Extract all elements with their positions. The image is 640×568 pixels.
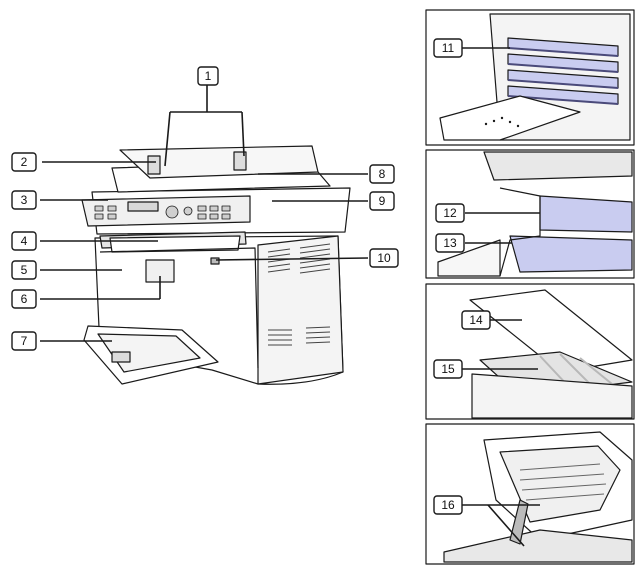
callout-15: 15 bbox=[433, 359, 463, 379]
callout-13-label: 13 bbox=[443, 236, 457, 250]
scanner-base bbox=[471, 373, 633, 419]
inset-toner-cartridges bbox=[425, 9, 635, 146]
inset-imaging-unit bbox=[425, 149, 635, 279]
printer-side-panel bbox=[257, 235, 344, 385]
callout-15-label: 15 bbox=[441, 362, 455, 376]
front-cover-seam bbox=[99, 247, 259, 369]
callout-9: 9 bbox=[369, 191, 395, 211]
callout-4-label: 4 bbox=[21, 234, 28, 248]
callout-14-label: 14 bbox=[469, 313, 483, 327]
inner-frame bbox=[499, 187, 541, 277]
feeder-width-guide bbox=[147, 155, 161, 175]
callout-16: 16 bbox=[433, 495, 463, 515]
callout-10: 10 bbox=[369, 248, 399, 268]
control-panel-display bbox=[127, 201, 159, 212]
callout-12-label: 12 bbox=[443, 206, 457, 220]
callout-3-label: 3 bbox=[21, 193, 28, 207]
callout-5: 5 bbox=[11, 260, 37, 280]
feeder-width-guide-right bbox=[233, 151, 247, 171]
callout-4: 4 bbox=[11, 231, 37, 251]
callout-boxes: 1 2 3 4 5 6 7 8 bbox=[11, 38, 491, 515]
callout-3: 3 bbox=[11, 190, 37, 210]
door-dots bbox=[484, 116, 520, 128]
callout-1: 1 bbox=[197, 66, 219, 86]
opened-front-door bbox=[439, 95, 581, 141]
callout-8-label: 8 bbox=[379, 167, 386, 181]
callout-1-label: 1 bbox=[205, 69, 212, 83]
callout-7-label: 7 bbox=[21, 334, 28, 348]
callout-11: 11 bbox=[433, 38, 463, 58]
callout-6: 6 bbox=[11, 289, 37, 309]
paper-tray-grip bbox=[111, 351, 131, 363]
printer-top-edge bbox=[483, 151, 633, 181]
callout-12: 12 bbox=[435, 203, 465, 223]
feeder-input-tray bbox=[119, 145, 319, 179]
callout-8: 8 bbox=[369, 164, 395, 184]
callout-16-label: 16 bbox=[441, 498, 455, 512]
callout-10-label: 10 bbox=[377, 251, 391, 265]
callout-2: 2 bbox=[11, 152, 37, 172]
inset-scanner-lid bbox=[425, 283, 635, 420]
toner-cartridge-stack bbox=[507, 37, 619, 105]
main-printer-illustration bbox=[81, 145, 351, 385]
underside-ridges bbox=[519, 463, 607, 501]
printer-base-opened bbox=[443, 529, 633, 563]
callout-6-label: 6 bbox=[21, 292, 28, 306]
callout-7: 7 bbox=[11, 331, 37, 351]
callout-13: 13 bbox=[435, 233, 465, 253]
output-support bbox=[109, 235, 241, 253]
waste-toner-container bbox=[509, 235, 633, 273]
usb-port bbox=[210, 257, 220, 265]
imaging-unit-body bbox=[539, 195, 633, 233]
callout-11-label: 11 bbox=[442, 41, 455, 55]
callout-2-label: 2 bbox=[21, 155, 28, 169]
control-panel-buttons bbox=[94, 205, 231, 220]
leader-lines bbox=[40, 47, 540, 547]
callout-14: 14 bbox=[461, 310, 491, 330]
callout-5-label: 5 bbox=[21, 263, 28, 277]
scanner-lid bbox=[469, 289, 633, 373]
side-panel-left bbox=[437, 239, 501, 277]
callout-9-label: 9 bbox=[379, 194, 386, 208]
side-vents bbox=[267, 243, 331, 346]
scan-unit-support bbox=[509, 499, 529, 545]
inset-scan-unit bbox=[425, 423, 635, 565]
